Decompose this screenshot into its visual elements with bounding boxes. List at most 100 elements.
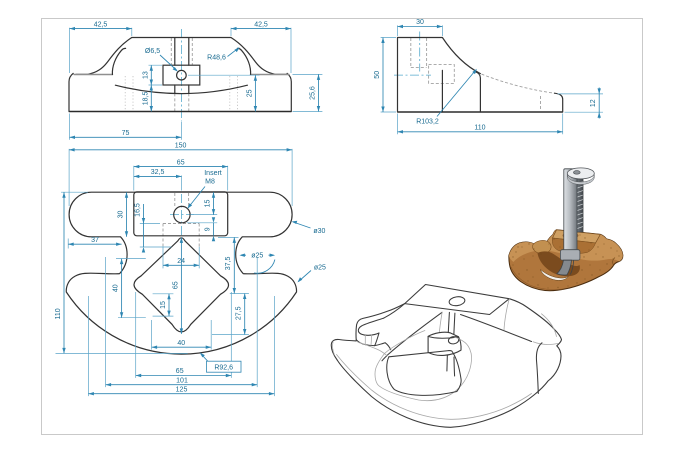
isometric-view-iso-edge-6	[357, 317, 385, 336]
top-dimensions-extension-line-17	[88, 296, 275, 397]
isometric-view-iso-edge-7	[374, 332, 380, 347]
dim-side-110: 110	[474, 124, 485, 131]
wood-speckle-1	[521, 246, 523, 248]
render-wood-speckles-circle-7	[537, 284, 539, 286]
wood-speckle-26	[581, 269, 583, 271]
front-dimensions-extension-line-2	[230, 27, 292, 73]
front-view-part-outline-5	[230, 36, 288, 75]
top-dimensions-extension-line-14	[151, 320, 212, 350]
dim-top-dia25-lobe: ø25	[314, 264, 326, 271]
render-wood-speckles-circle-1	[515, 251, 517, 253]
top-dimensions-extension-line-2	[133, 165, 229, 191]
isometric-view	[330, 283, 563, 428]
isometric-view-iso-tangent-edge-8	[336, 354, 532, 420]
isometric-view-iso-tangent-edge-2	[364, 334, 372, 346]
dim-side-12: 12	[590, 99, 597, 107]
top-view-part-outline-3	[173, 205, 191, 224]
top-view-part-outline-1	[65, 191, 298, 355]
dim-top-65b: 65	[176, 368, 184, 375]
dim-top-65: 65	[177, 159, 185, 166]
dim-side-50: 50	[374, 71, 381, 79]
side-dimensions: 30 50 110 12 R103,2	[374, 19, 603, 135]
wood-speckle-12	[612, 258, 614, 260]
isometric-view-iso-edge-4	[459, 313, 533, 343]
top-dimensions-dimension-arrow-4	[187, 203, 193, 209]
wood-speckle-31	[532, 276, 534, 278]
isometric-view-iso-tangent-edge-4	[532, 341, 559, 345]
wood-speckle-21	[512, 264, 514, 266]
label-insert: Insert	[204, 170, 222, 177]
front-view-part-outline-4	[111, 47, 127, 76]
label-r92-6-box	[206, 360, 242, 373]
dim-front-25-6: 25,6	[310, 86, 317, 100]
render-wood-speckles-circle-10	[517, 246, 519, 248]
screw-flange-side	[567, 174, 595, 185]
wood-speckle-15	[584, 278, 586, 280]
top-dimensions-dimension-arrow-15	[68, 242, 122, 246]
wood-speckle-17	[557, 286, 559, 289]
render-slot-white	[540, 268, 569, 281]
side-view-hidden-line-4	[481, 73, 555, 94]
top-dimensions-dimension-arrow-3	[133, 174, 182, 179]
front-dimensions-dimension-arrow-4	[172, 67, 178, 72]
top-dimensions: 150 65 32,5 Insert M8 30 15	[55, 143, 326, 397]
isometric-view-iso-tangent-edge-9	[332, 341, 335, 356]
top-dimensions-extension-line-13	[55, 191, 188, 354]
isometric-view-iso-edge-11	[535, 359, 539, 395]
render-3d	[508, 167, 624, 292]
dim-front-13: 13	[143, 71, 150, 79]
front-view-part-outline-3	[68, 72, 74, 113]
dim-top-150: 150	[175, 143, 187, 150]
top-dimensions-dimension-line-23	[254, 259, 276, 274]
dim-top-15s: 15	[160, 301, 167, 309]
render-wood-speckles-circle-5	[606, 263, 608, 265]
dim-front-25: 25	[247, 89, 254, 97]
wood-speckle-3	[533, 248, 535, 250]
dim-top-30: 30	[118, 211, 125, 219]
render-wood-speckles-circle-6	[576, 282, 578, 284]
top-view-hidden-line-1	[162, 193, 200, 247]
top-dimensions-dimension-line-4	[187, 186, 206, 208]
render-cap-knob	[532, 240, 552, 254]
side-dimensions-dimension-line-5	[436, 69, 477, 117]
isometric-view-iso-edge-14	[453, 356, 456, 377]
dim-top-110: 110	[55, 308, 62, 319]
isometric-view-iso-edge-10	[535, 342, 543, 362]
dim-top-27-5: 27,5	[236, 306, 243, 320]
dim-top-65v: 65	[172, 281, 179, 289]
wood-speckle-25	[589, 264, 591, 266]
front-dimensions-dimension-arrow-5	[234, 47, 240, 53]
dim-front-hole: Ø6,5	[145, 48, 160, 55]
dim-top-40l: 40	[113, 284, 120, 292]
isometric-view-iso-edge-2	[448, 296, 466, 307]
render-wood-speckles-circle-9	[583, 256, 585, 258]
side-dimensions-extension-line-4	[557, 93, 603, 113]
dim-front-42-5-left: 42,5	[94, 21, 108, 28]
front-view-hidden-line-1	[170, 38, 193, 66]
side-view-centerline-1	[394, 31, 431, 76]
screw-hook	[556, 259, 572, 276]
wood-speckle-14	[591, 274, 593, 276]
wood-speckle-22	[595, 253, 597, 255]
side-dimensions-dimension-arrow-1	[397, 24, 443, 29]
wood-speckle-18	[547, 287, 549, 289]
isometric-view-iso-edge-5	[383, 303, 406, 319]
front-dimensions-extension-line-1	[69, 27, 133, 73]
isometric-view-iso-tangent-edge-5	[503, 298, 510, 331]
screw-collar	[560, 249, 581, 261]
render-wood-speckles-circle-8	[512, 256, 514, 258]
dim-top-32-5: 32,5	[151, 169, 165, 176]
wood-speckle-9	[603, 243, 605, 245]
dim-top-125: 125	[176, 386, 188, 393]
screw-flange	[566, 167, 595, 180]
dim-top-9: 9	[205, 227, 212, 231]
wood-speckle-8	[597, 246, 599, 248]
render-wood-speckles-circle-11	[526, 269, 528, 271]
dim-top-16-5: 16,5	[135, 203, 142, 217]
wood-speckle-19	[527, 280, 529, 282]
top-dimensions-dimension-arrow-5	[124, 192, 129, 237]
wood-speckle-10	[616, 250, 618, 252]
front-view-part-outline-11	[174, 37, 190, 66]
top-view-part-outline-4	[133, 237, 230, 333]
